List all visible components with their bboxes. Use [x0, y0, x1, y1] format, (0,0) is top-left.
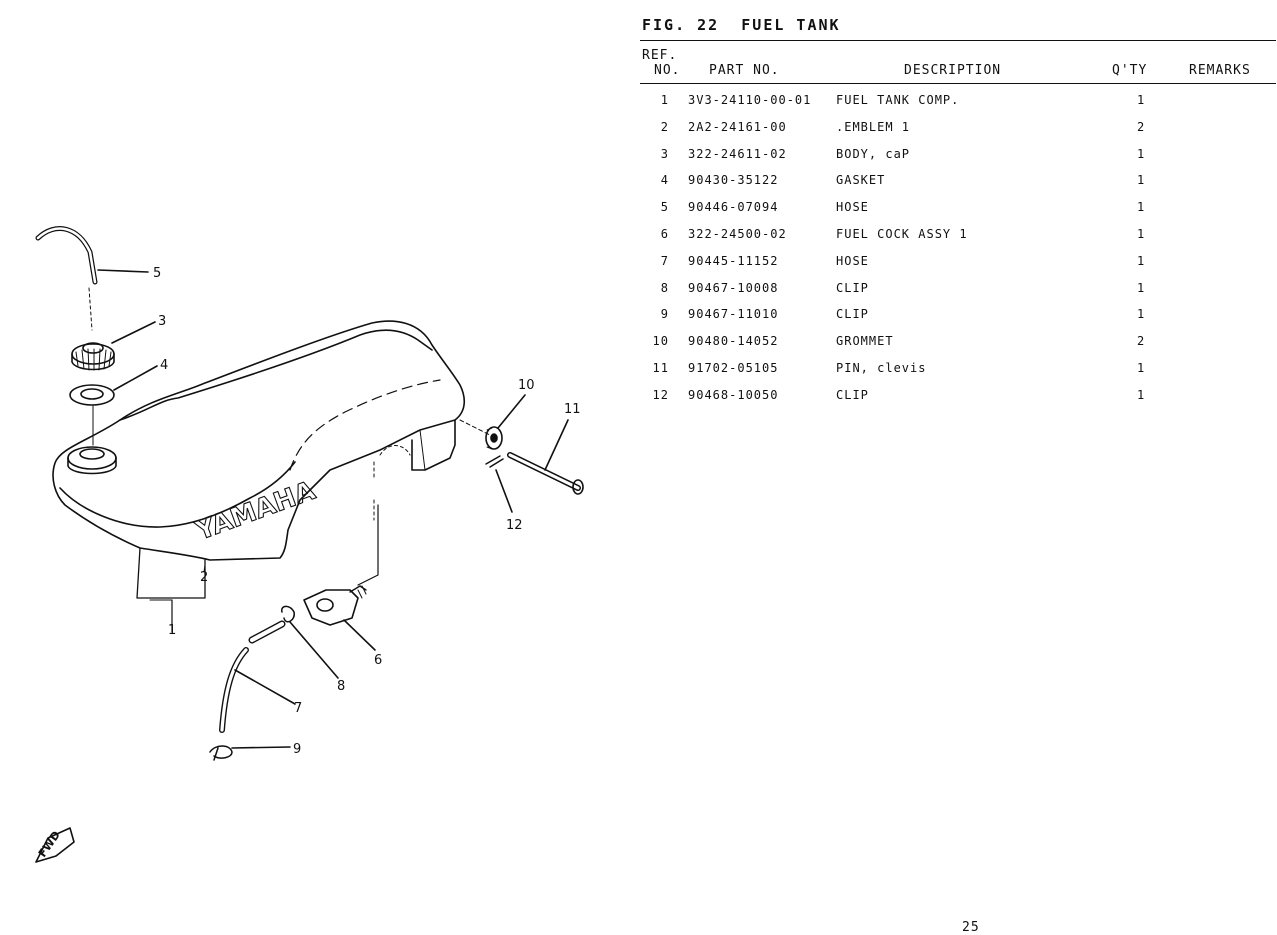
callout-4: 4: [160, 358, 168, 373]
row-qty: 1: [1137, 388, 1146, 402]
row-description: PIN, clevis: [836, 361, 927, 375]
tank-cap-part-3: [71, 342, 115, 371]
callout-11: 11: [564, 402, 581, 417]
callout-10: 10: [518, 378, 535, 393]
row-ref-no: 3: [660, 147, 669, 161]
callout-12: 12: [506, 518, 523, 533]
row-part-no: 3V3-24110-00-01: [688, 93, 812, 107]
clip-part-8: [281, 605, 295, 623]
fwd-arrow-icon: [35, 827, 75, 863]
row-qty: 1: [1137, 173, 1146, 187]
row-ref-no: 2: [660, 120, 669, 134]
row-description: BODY, caP: [836, 147, 911, 161]
exploded-parts-diagram: YAMAHA FWD 5 3 4 10 11 12 2 1 6 8 7 9: [35, 226, 584, 863]
row-part-no: 322-24500-02: [688, 227, 787, 241]
header-remarks: REMARKS: [1189, 63, 1251, 78]
clip-part-12: [485, 455, 504, 468]
row-description: CLIP: [836, 307, 869, 321]
page-number: 25: [962, 920, 980, 935]
grommet-part-10: [485, 426, 503, 450]
callout-1: 1: [168, 623, 176, 638]
row-ref-no: 1: [660, 93, 669, 107]
row-description: GASKET: [836, 173, 886, 187]
row-description: CLIP: [836, 388, 869, 402]
header-bottom-rule: [640, 83, 1276, 84]
row-part-no: 90467-11010: [688, 307, 779, 321]
hose-part-7: [219, 620, 286, 733]
fwd-label: FWD: [36, 829, 63, 860]
hose-part-5: [35, 226, 98, 285]
header-part-no: PART NO.: [709, 63, 780, 78]
row-description: HOSE: [836, 254, 869, 268]
row-qty: 1: [1137, 307, 1146, 321]
row-part-no: 90445-11152: [688, 254, 779, 268]
header-ref-line2: NO.: [654, 63, 681, 78]
callout-3: 3: [158, 314, 166, 329]
fuel-cock-part-6: [303, 585, 367, 626]
row-part-no: 90430-35122: [688, 173, 779, 187]
row-description: GROMMET: [836, 334, 894, 348]
row-ref-no: 6: [660, 227, 669, 241]
row-description: HOSE: [836, 200, 869, 214]
row-part-no: 90468-10050: [688, 388, 779, 402]
fuel-tank-body-part-1: [52, 320, 466, 633]
row-description: FUEL TANK COMP.: [836, 93, 960, 107]
callout-7: 7: [294, 701, 302, 716]
row-part-no: 322-24611-02: [688, 147, 787, 161]
callout-2: 2: [200, 570, 208, 585]
row-description: FUEL COCK ASSY 1: [836, 227, 968, 241]
row-ref-no: 4: [660, 173, 669, 187]
row-qty: 1: [1137, 200, 1146, 214]
yamaha-emblem-text: YAMAHA: [191, 476, 319, 547]
header-qty: Q'TY: [1112, 63, 1148, 78]
row-qty: 1: [1137, 93, 1146, 107]
row-part-no: 91702-05105: [688, 361, 779, 375]
row-part-no: 90467-10008: [688, 281, 779, 295]
row-qty: 1: [1137, 281, 1146, 295]
callout-5: 5: [153, 266, 161, 281]
row-ref-no: 9: [660, 307, 669, 321]
row-qty: 1: [1137, 227, 1146, 241]
row-description: .EMBLEM 1: [836, 120, 911, 134]
row-ref-no: 10: [652, 334, 669, 348]
header-ref-line1: REF.: [642, 48, 678, 63]
row-ref-no: 12: [652, 388, 669, 402]
row-ref-no: 8: [660, 281, 669, 295]
clevis-pin-part-11: [507, 452, 584, 495]
row-ref-no: 5: [660, 200, 669, 214]
row-qty: 1: [1137, 147, 1146, 161]
row-description: CLIP: [836, 281, 869, 295]
gasket-part-4: [69, 384, 115, 406]
figure-title: FIG. 22 FUEL TANK: [642, 16, 841, 34]
callout-6: 6: [374, 653, 382, 668]
row-ref-no: 11: [652, 361, 669, 375]
callout-9: 9: [293, 742, 301, 757]
header-top-rule: [640, 40, 1276, 41]
row-part-no: 2A2-24161-00: [688, 120, 787, 134]
header-description: DESCRIPTION: [904, 63, 1002, 78]
callout-8: 8: [337, 679, 345, 694]
row-qty: 2: [1137, 120, 1146, 134]
row-ref-no: 7: [660, 254, 669, 268]
row-qty: 2: [1137, 334, 1146, 348]
clip-part-9: [209, 745, 233, 761]
row-part-no: 90480-14052: [688, 334, 779, 348]
row-qty: 1: [1137, 254, 1146, 268]
row-qty: 1: [1137, 361, 1146, 375]
row-part-no: 90446-07094: [688, 200, 779, 214]
